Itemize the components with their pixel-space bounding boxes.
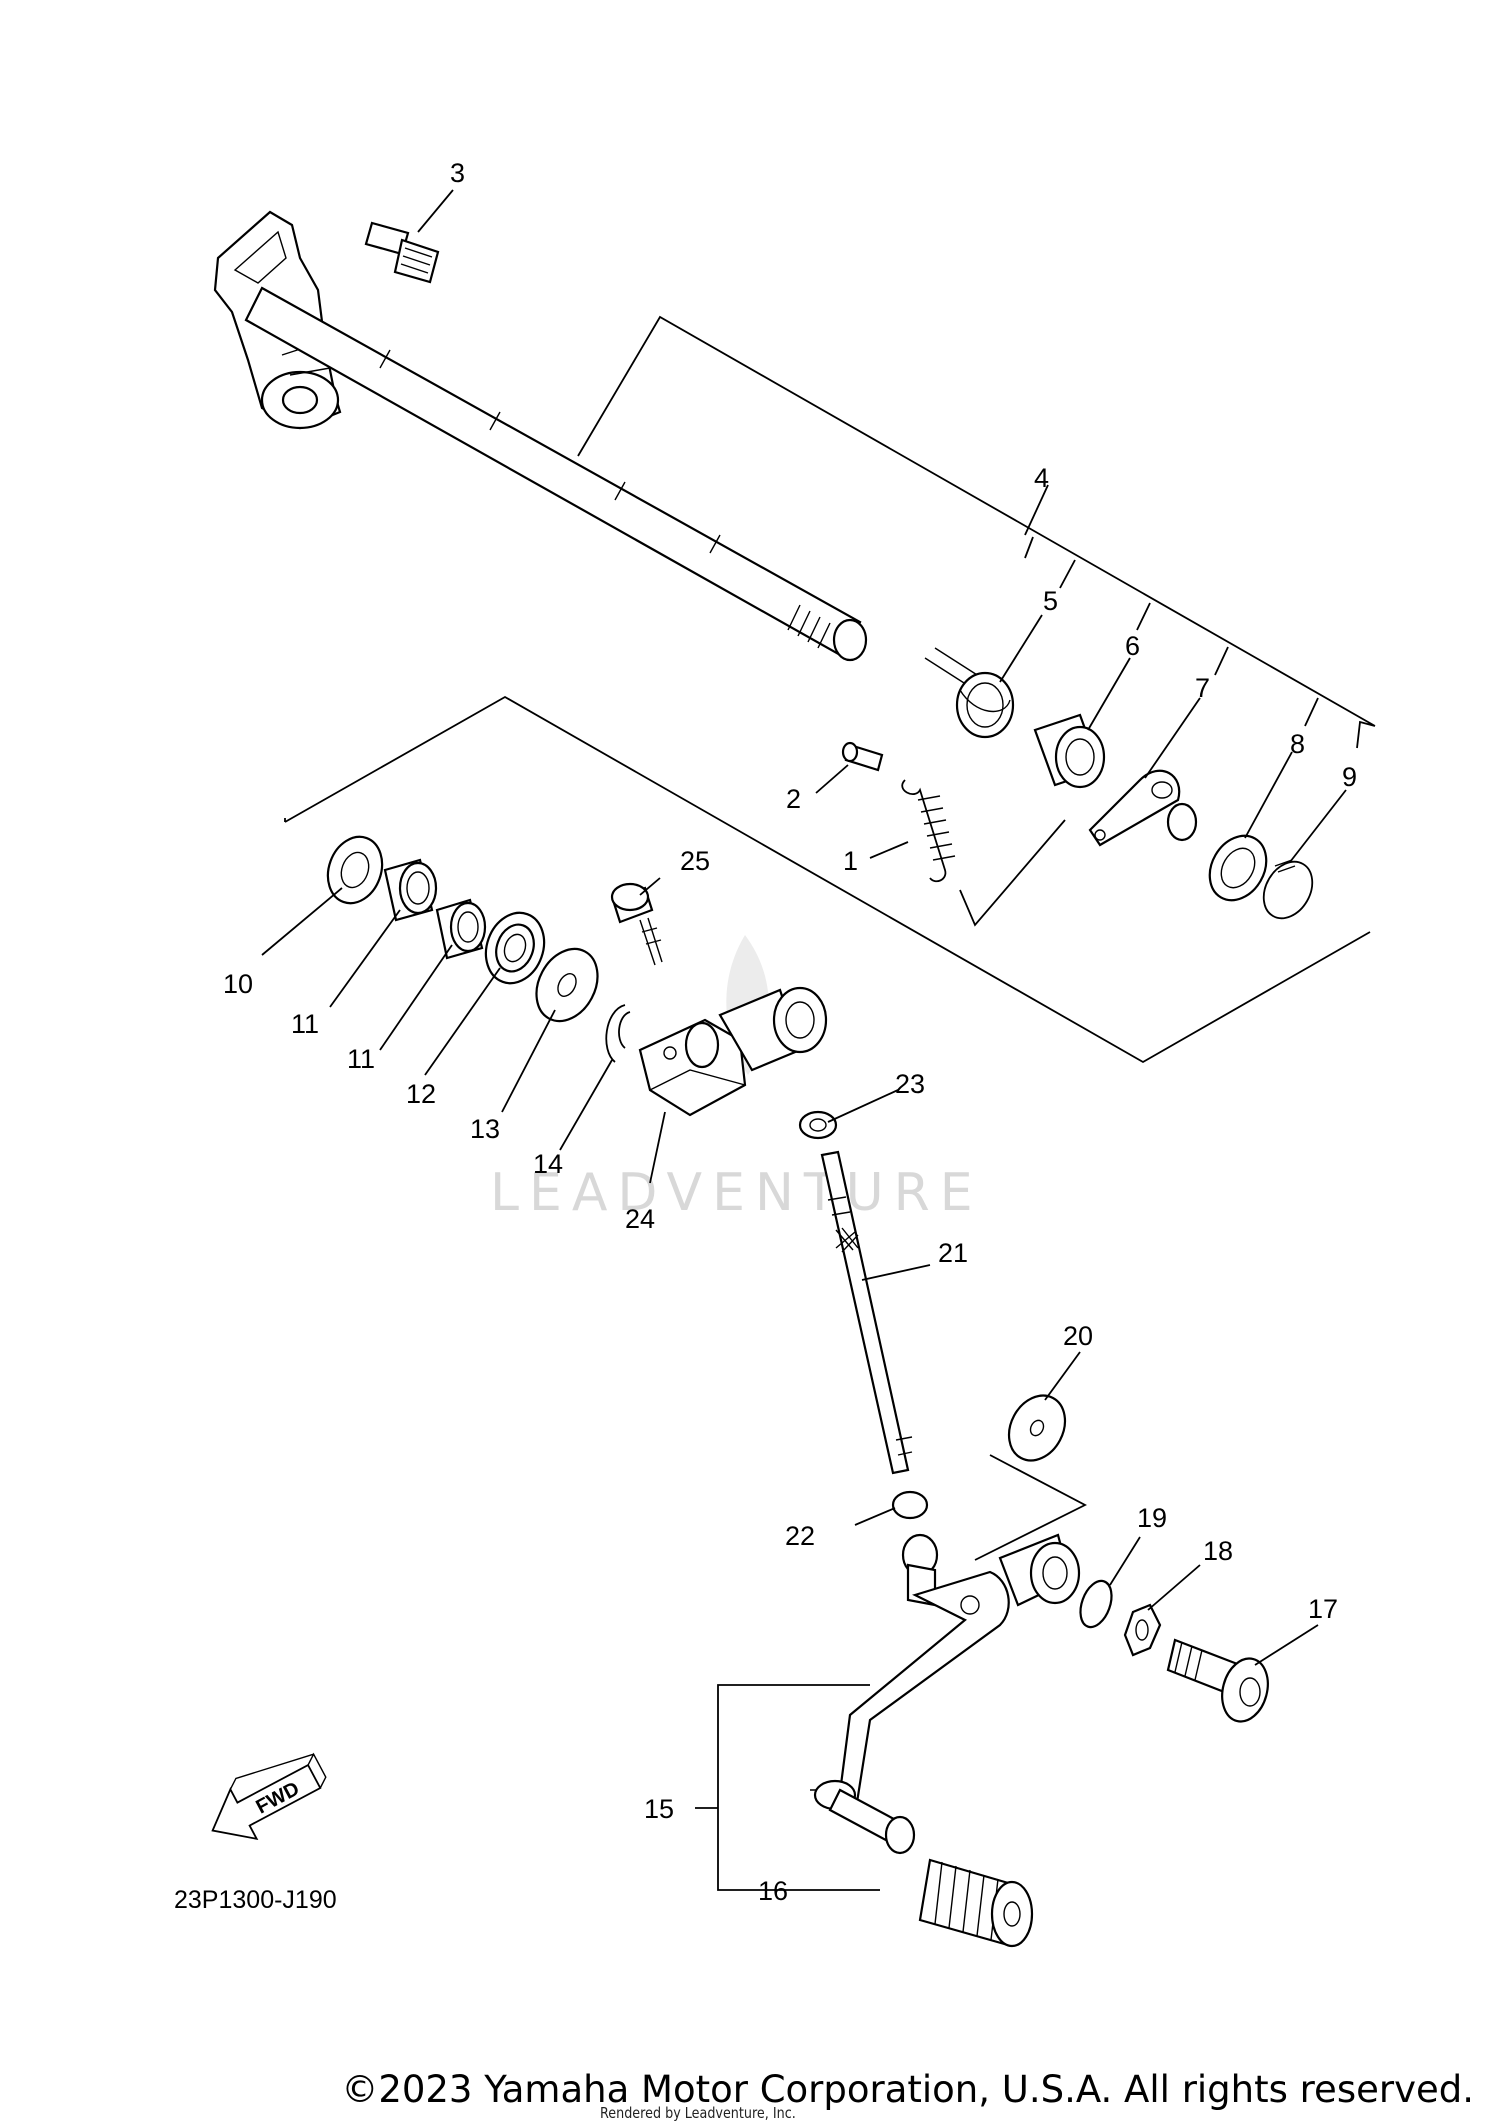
clip-14-part[interactable] bbox=[605, 1004, 631, 1063]
bearing-11b-part[interactable] bbox=[435, 898, 487, 960]
callout-13[interactable]: 13 bbox=[470, 1114, 500, 1144]
callout-21[interactable]: 21 bbox=[938, 1238, 968, 1268]
shift-shaft-part[interactable] bbox=[213, 210, 868, 662]
rubber-16-part[interactable] bbox=[918, 1858, 1034, 1948]
collar-6-part[interactable] bbox=[1033, 713, 1106, 789]
bolt-17-part[interactable] bbox=[1166, 1638, 1275, 1727]
arm-7-part[interactable] bbox=[1088, 769, 1198, 847]
rod-21-part[interactable] bbox=[820, 1150, 913, 1475]
circlip-9-part[interactable] bbox=[1254, 853, 1322, 927]
spring-1-bracket bbox=[959, 819, 1066, 927]
bearing-12-part[interactable] bbox=[476, 905, 553, 992]
callout-10[interactable]: 10 bbox=[223, 969, 253, 999]
shift-arm-24-part[interactable] bbox=[638, 986, 828, 1117]
callout-9[interactable]: 9 bbox=[1342, 762, 1357, 792]
callout-11b[interactable]: 11 bbox=[347, 1044, 375, 1074]
callout-18[interactable]: 18 bbox=[1203, 1536, 1233, 1566]
part-4-bracket bbox=[577, 315, 1376, 749]
callout-17[interactable]: 17 bbox=[1308, 1594, 1338, 1624]
callout-labels: 3 4 5 6 7 8 9 2 1 10 11 11 12 13 14 25 2… bbox=[223, 158, 1357, 1906]
callout-11a[interactable]: 11 bbox=[291, 1009, 319, 1039]
callout-1[interactable]: 1 bbox=[843, 846, 858, 876]
callout-12[interactable]: 12 bbox=[406, 1079, 436, 1109]
washer-20-part[interactable] bbox=[998, 1386, 1076, 1470]
spring-1-part[interactable] bbox=[901, 779, 956, 883]
nut-23-part[interactable] bbox=[798, 1110, 838, 1140]
leader-lines bbox=[261, 189, 1347, 1666]
washer-19-part[interactable] bbox=[1075, 1577, 1118, 1632]
callout-5[interactable]: 5 bbox=[1043, 586, 1058, 616]
callout-19[interactable]: 19 bbox=[1137, 1503, 1167, 1533]
pedal-bracket bbox=[695, 1684, 880, 1891]
callout-16[interactable]: 16 bbox=[758, 1876, 788, 1906]
callout-8[interactable]: 8 bbox=[1290, 729, 1305, 759]
callout-14[interactable]: 14 bbox=[533, 1149, 563, 1179]
shift-pedal-15-part[interactable] bbox=[810, 1533, 1081, 1855]
callout-6[interactable]: 6 bbox=[1125, 631, 1140, 661]
washer-13-part[interactable] bbox=[524, 938, 609, 1031]
diagram-code: 23P1300-J190 bbox=[174, 1886, 337, 1914]
pin-2-part[interactable] bbox=[841, 741, 884, 772]
callout-20[interactable]: 20 bbox=[1063, 1321, 1093, 1351]
bearing-11a-part[interactable] bbox=[383, 858, 438, 922]
part-4-dividers bbox=[1024, 536, 1319, 727]
copyright-notice: ©2023 Yamaha Motor Corporation, U.S.A. A… bbox=[341, 2068, 1474, 2111]
callout-15[interactable]: 15 bbox=[644, 1794, 674, 1824]
bolt-25-part[interactable] bbox=[610, 882, 663, 966]
callout-25[interactable]: 25 bbox=[680, 846, 710, 876]
fwd-arrow-icon: FWD bbox=[211, 1752, 327, 1841]
callout-22[interactable]: 22 bbox=[785, 1521, 815, 1551]
spring-5-part[interactable] bbox=[924, 647, 1015, 739]
fwd-label: FWD bbox=[253, 1778, 304, 1819]
callout-24[interactable]: 24 bbox=[625, 1204, 655, 1234]
callout-2[interactable]: 2 bbox=[786, 784, 801, 814]
middle-bracket bbox=[284, 695, 1371, 1064]
washer-8-part[interactable] bbox=[1198, 826, 1277, 911]
callout-23[interactable]: 23 bbox=[895, 1069, 925, 1099]
callout-4[interactable]: 4 bbox=[1034, 463, 1049, 493]
washer-20-bracket bbox=[974, 1454, 1087, 1561]
rendered-by-credit: Rendered by Leadventure, Inc. bbox=[600, 2104, 796, 2122]
callout-7[interactable]: 7 bbox=[1195, 673, 1210, 703]
watermark-text: LEADVENTURE bbox=[490, 1163, 983, 1223]
nut-22-part[interactable] bbox=[891, 1490, 929, 1520]
bolt-part[interactable] bbox=[364, 221, 440, 284]
callout-3[interactable]: 3 bbox=[450, 158, 465, 188]
seal-10-part[interactable] bbox=[319, 829, 391, 911]
nut-18-part[interactable] bbox=[1123, 1603, 1162, 1657]
